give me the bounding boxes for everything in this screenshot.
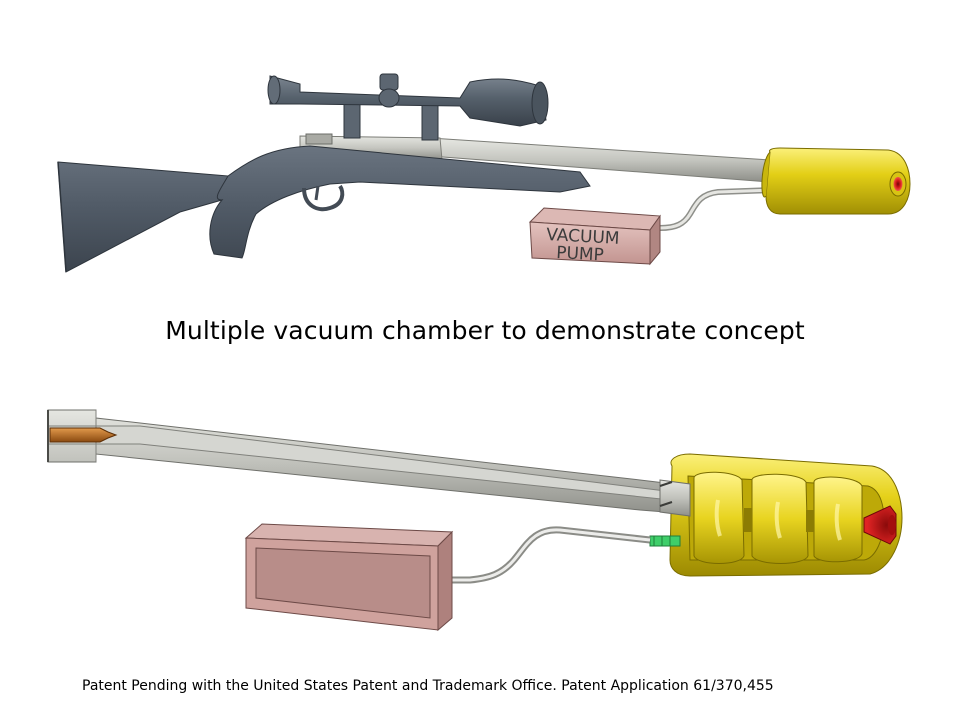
- bolt-handle: [305, 133, 333, 145]
- rifle-stock: [57, 145, 591, 273]
- pump-label-line2: PUMP: [556, 243, 605, 265]
- rifle-diagram: VACUUM PUMP: [57, 73, 911, 273]
- patent-notice: Patent Pending with the United States Pa…: [82, 678, 774, 694]
- scope-turret-top: [379, 73, 399, 91]
- multi-vacuum-chamber: [669, 453, 903, 577]
- cutaway-vacuum-pump: [244, 523, 454, 632]
- cutaway-diagram: [47, 409, 903, 632]
- chamber-cell-2: [751, 473, 809, 564]
- trigger-guard: [302, 184, 345, 212]
- muzzle-cone: [863, 505, 897, 545]
- bullet: [49, 427, 118, 443]
- pump-label-line1: VACUUM: [546, 225, 620, 249]
- chamber-cell-3: [813, 476, 863, 563]
- vacuum-pump: VACUUM PUMP: [528, 207, 661, 265]
- figure-title: Multiple vacuum chamber to demonstrate c…: [165, 316, 805, 345]
- vacuum-chamber: [761, 147, 911, 215]
- vacuum-fitting: [649, 535, 681, 547]
- vacuum-hose: [648, 187, 773, 231]
- rifle-scope: [269, 75, 547, 127]
- muzzle-opening: [893, 177, 903, 191]
- chamber-cell-1: [693, 471, 745, 564]
